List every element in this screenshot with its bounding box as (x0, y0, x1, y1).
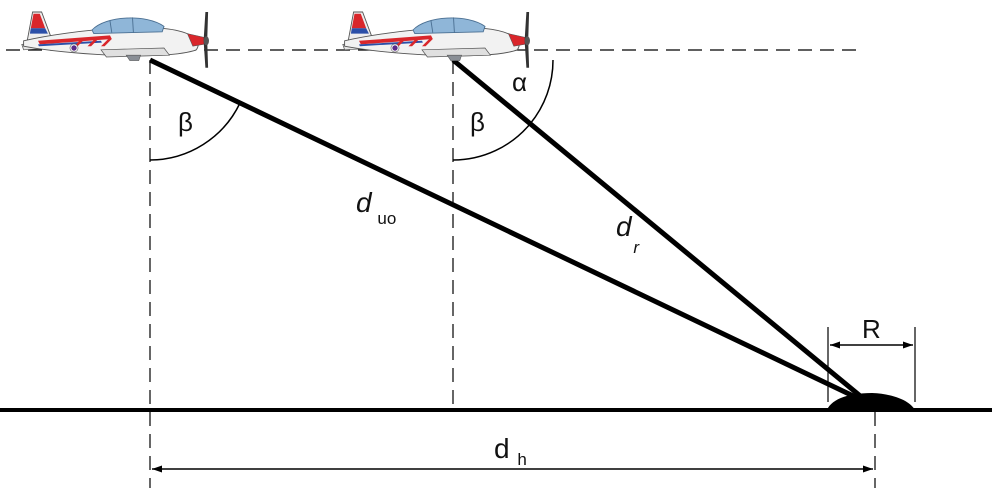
beta-left-label: β (178, 107, 193, 137)
beta-left-arc (149, 102, 241, 161)
dh-label-sub: h (517, 450, 526, 469)
radius-label: R (862, 314, 881, 344)
dr-label-main: d (616, 211, 633, 242)
duo-label-main: d (356, 187, 373, 218)
duo-label-sub: uo (377, 209, 396, 228)
beta-right-label: β (470, 107, 485, 137)
dh-label-main: d (494, 433, 510, 464)
alpha-arc (529, 59, 554, 125)
aircraft-right-icon (342, 11, 531, 69)
line-d-r (451, 58, 872, 406)
target-mound (826, 393, 916, 412)
beta-right-arc (452, 123, 531, 161)
aircraft-left-icon (21, 11, 210, 69)
dh-label: d h (494, 433, 527, 469)
dr-label: d r (616, 211, 640, 257)
alpha-label: α (512, 67, 527, 97)
dr-label-sub: r (633, 238, 640, 257)
line-d-uo (148, 57, 872, 407)
duo-label: d uo (356, 187, 396, 228)
